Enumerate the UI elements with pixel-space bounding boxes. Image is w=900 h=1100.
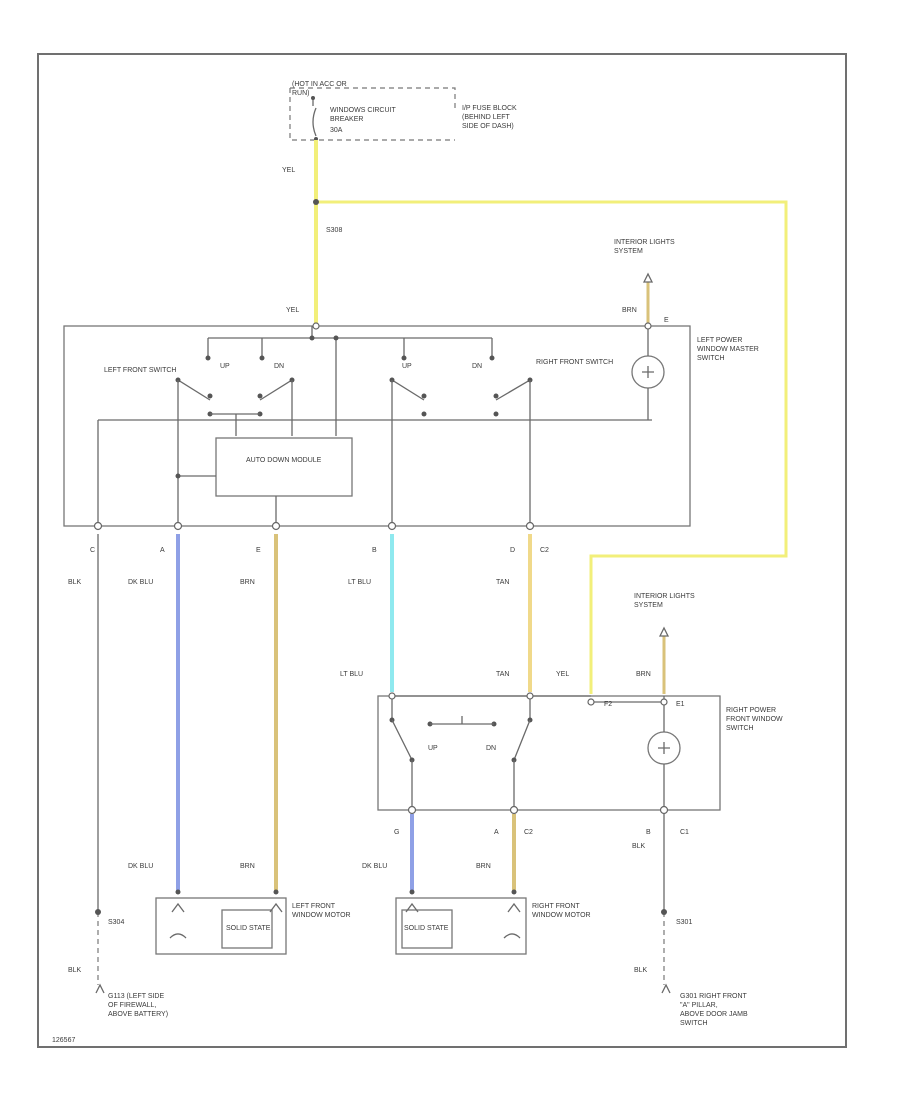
dn-label-1: DN [274, 363, 284, 370]
right-window-motor [395, 889, 527, 955]
brn-top-label: BRN [622, 307, 637, 314]
solid-state-label-1: SOLID STATE [226, 925, 271, 932]
ground-right-mark [661, 983, 671, 994]
splice-s308-label: S308 [326, 227, 342, 234]
dk-blu-label-2: DK BLU [128, 863, 153, 870]
ground-left-mark [95, 983, 105, 994]
breaker-amps-label: 30A [330, 127, 343, 134]
yel-top-label: YEL [282, 167, 295, 174]
c1-label: C1 [680, 829, 689, 836]
pin-e1-label: E1 [676, 701, 685, 708]
lt-blu-label-2: LT BLU [340, 671, 363, 678]
blk-label-1: BLK [68, 579, 82, 586]
blk-right2-label: BLK [634, 967, 648, 974]
pin-e-lower-label: E [256, 547, 261, 554]
blk-right-label: BLK [632, 843, 646, 850]
c2-label-b: C2 [524, 829, 533, 836]
corner-code: 126567 [52, 1037, 75, 1044]
right-front-switch-label: RIGHT FRONT SWITCH [536, 359, 613, 366]
pin-g-label: G [394, 829, 399, 836]
up-label-3: UP [428, 745, 438, 752]
yel-right-label: YEL [556, 671, 569, 678]
pin-d-label: D [510, 547, 515, 554]
pin-e-label: E [664, 317, 669, 324]
pin-a-label: A [160, 547, 165, 554]
left-window-motor [155, 889, 287, 955]
solid-state-label-2: SOLID STATE [404, 925, 449, 932]
auto-down-module-label: AUTO DOWN MODULE [246, 457, 322, 464]
tan-label-2: TAN [496, 671, 509, 678]
ground-right-label: G301 RIGHT FRONT"A" PILLAR,ABOVE DOOR JA… [680, 993, 748, 1027]
splice-s301-label: S301 [676, 919, 692, 926]
left-front-switch-label: LEFT FRONT SWITCH [104, 367, 176, 374]
wires [97, 140, 788, 985]
lt-blu-label-1: LT BLU [348, 579, 371, 586]
brn-label-3: BRN [476, 863, 491, 870]
blk-left-label: BLK [68, 967, 82, 974]
brn-right-label: BRN [636, 671, 651, 678]
up-label-1: UP [220, 363, 230, 370]
c2-label-a: C2 [540, 547, 549, 554]
dn-label-3: DN [486, 745, 496, 752]
diagram-frame [37, 53, 847, 1048]
brn-label-2: BRN [240, 863, 255, 870]
master-switch [63, 322, 691, 531]
wire-yel-run [316, 200, 788, 694]
brn-label-1: BRN [240, 579, 255, 586]
yel-mid-label: YEL [286, 307, 299, 314]
pin-f2-label: F2 [604, 701, 612, 708]
pin-b-label: B [372, 547, 377, 554]
tan-label-1: TAN [496, 579, 509, 586]
pin-c-label: C [90, 547, 95, 554]
dk-blu-label-1: DK BLU [128, 579, 153, 586]
dk-blu-label-3: DK BLU [362, 863, 387, 870]
right-window-switch [377, 692, 721, 815]
pin-a2-label: A [494, 829, 499, 836]
splice-s304-label: S304 [108, 919, 124, 926]
pin-b2-label: B [646, 829, 651, 836]
dn-label-2: DN [472, 363, 482, 370]
up-label-2: UP [402, 363, 412, 370]
